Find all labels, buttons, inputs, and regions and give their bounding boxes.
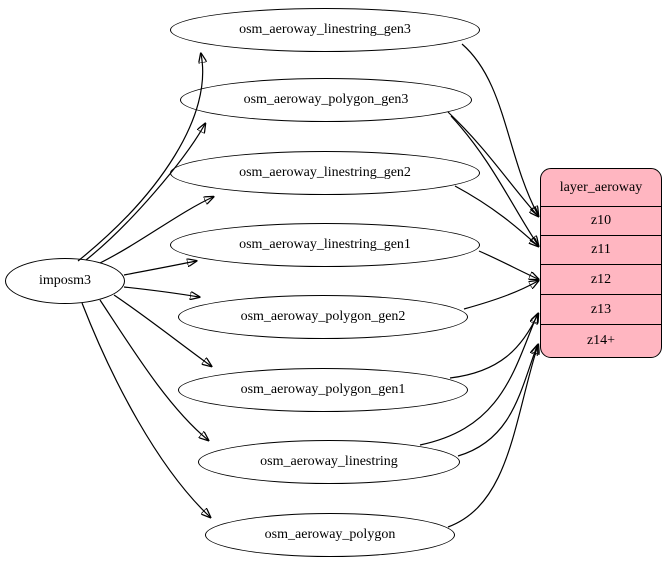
node-osm-aeroway-linestring-gen1: osm_aeroway_linestring_gen1 bbox=[170, 223, 480, 267]
node-osm-aeroway-polygon-gen2: osm_aeroway_polygon_gen2 bbox=[178, 295, 468, 339]
edge-linestring-gen1-z12 bbox=[478, 250, 538, 279]
node-osm-aeroway-linestring-gen2: osm_aeroway_linestring_gen2 bbox=[170, 151, 480, 195]
node-layer-aeroway: layer_aeroway z10 z11 z12 z13 z14+ bbox=[540, 168, 662, 358]
node-osm-aeroway-polygon-gen1: osm_aeroway_polygon_gen1 bbox=[178, 368, 468, 412]
edge-imposm3-polygon-gen2 bbox=[123, 286, 199, 297]
edge-imposm3-polygon bbox=[81, 302, 210, 517]
layer-aeroway-row-z10: z10 bbox=[541, 206, 661, 235]
node-osm-aeroway-linestring-gen3: osm_aeroway_linestring_gen3 bbox=[170, 8, 480, 52]
node-label: osm_aeroway_linestring_gen2 bbox=[239, 165, 411, 180]
edge-imposm3-linestring-gen3 bbox=[77, 54, 203, 262]
node-label: osm_aeroway_polygon_gen3 bbox=[243, 92, 409, 107]
node-imposm3: imposm3 bbox=[5, 258, 125, 304]
edge-imposm3-linestring-gen1 bbox=[123, 261, 196, 276]
node-osm-aeroway-linestring: osm_aeroway_linestring bbox=[198, 440, 460, 484]
edge-polygon-gen1-z13 bbox=[449, 314, 538, 379]
edge-linestring-z14plus bbox=[457, 346, 537, 457]
node-label: osm_aeroway_linestring bbox=[260, 454, 398, 469]
node-osm-aeroway-polygon-gen3: osm_aeroway_polygon_gen3 bbox=[180, 78, 472, 122]
layer-aeroway-title: layer_aeroway bbox=[559, 179, 643, 195]
node-label: osm_aeroway_polygon bbox=[264, 527, 396, 542]
edge-linestring-gen3-z10 bbox=[461, 43, 538, 215]
edge-polygon-gen2-z12 bbox=[463, 281, 538, 310]
node-imposm3-label: imposm3 bbox=[38, 273, 92, 288]
layer-aeroway-row-z12: z12 bbox=[541, 264, 661, 294]
layer-aeroway-row-z11: z11 bbox=[541, 235, 661, 264]
layer-aeroway-row-z14plus: z14+ bbox=[541, 324, 661, 356]
node-label: osm_aeroway_linestring_gen3 bbox=[239, 22, 411, 37]
node-osm-aeroway-polygon: osm_aeroway_polygon bbox=[205, 513, 455, 557]
layer-aeroway-row-z13: z13 bbox=[541, 294, 661, 324]
node-label: osm_aeroway_polygon_gen1 bbox=[240, 382, 406, 397]
node-label: osm_aeroway_linestring_gen1 bbox=[239, 237, 411, 252]
edge-polygon-z14plus bbox=[447, 345, 538, 528]
node-label: osm_aeroway_polygon_gen2 bbox=[240, 309, 406, 324]
